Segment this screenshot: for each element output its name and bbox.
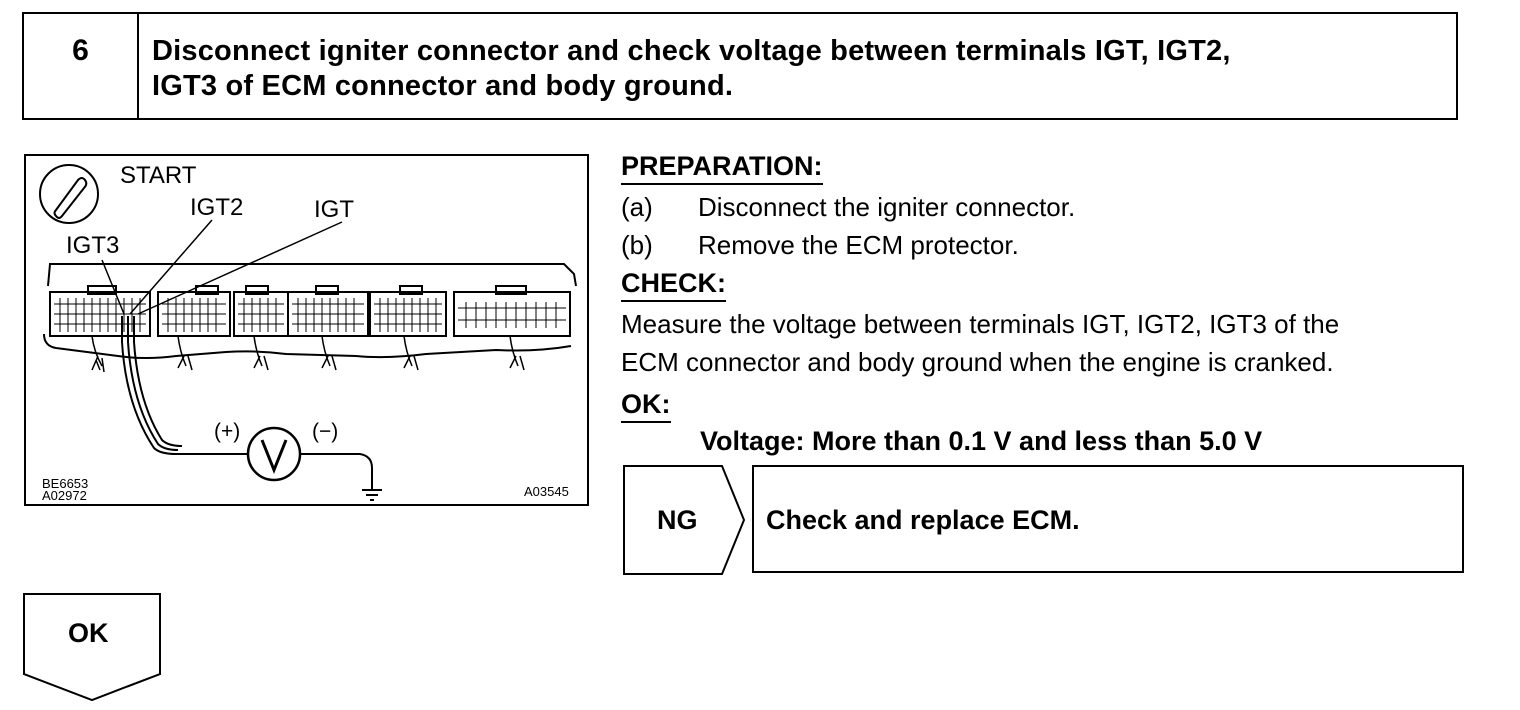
- ecm-connectors: [49, 285, 571, 337]
- step-title-line1: Disconnect igniter connector and check v…: [152, 35, 1231, 67]
- ignition-switch-icon: [39, 164, 99, 224]
- check-text-line1: Measure the voltage between terminals IG…: [621, 309, 1340, 339]
- step-title-line2: IGT3 of ECM connector and body ground.: [152, 70, 734, 102]
- check-heading: CHECK:: [621, 268, 726, 302]
- step-title: Disconnect igniter connector and check v…: [152, 34, 1442, 104]
- ground-icon: [362, 489, 382, 501]
- ok-label: OK: [68, 618, 109, 648]
- ecm-wiring-diagram: START IGT2 IGT IGT3 (+) (−) BE6653 A0297…: [24, 154, 589, 506]
- start-label: START: [120, 162, 197, 189]
- ok-arrow-box: [23, 593, 161, 702]
- igt3-label: IGT3: [66, 232, 120, 259]
- ref-code-1: BE6653: [42, 476, 89, 491]
- ng-arrow-box: [623, 465, 746, 575]
- igt-label: IGT: [314, 196, 354, 223]
- ok-spec-value: Voltage: More than 0.1 V and less than 5…: [700, 426, 1263, 456]
- probe-leads: [121, 316, 373, 490]
- prep-item-a-text: Disconnect the igniter connector.: [698, 192, 1076, 222]
- step-number: 6: [72, 34, 89, 67]
- connector-pins: [54, 298, 566, 332]
- step-number-cell: 6: [24, 14, 139, 118]
- ng-result-text: Check and replace ECM.: [766, 505, 1080, 535]
- minus-label: (−): [312, 420, 339, 443]
- terminal-leader-lines: [101, 219, 343, 315]
- voltmeter-icon: [246, 426, 302, 482]
- prep-item-b-text: Remove the ECM protector.: [698, 230, 1019, 260]
- preparation-heading: PREPARATION:: [621, 151, 823, 185]
- igt2-label: IGT2: [190, 194, 244, 221]
- ng-label: NG: [657, 505, 698, 535]
- check-text-line2: ECM connector and body ground when the e…: [621, 347, 1334, 377]
- step-header: 6 Disconnect igniter connector and check…: [22, 12, 1458, 120]
- ref-code-2: A02972: [42, 488, 87, 503]
- plus-label: (+): [214, 420, 241, 443]
- prep-item-b-key: (b): [621, 230, 653, 260]
- diagram-drawing: [39, 164, 577, 501]
- harness-wires: [91, 335, 525, 373]
- ok-heading: OK:: [621, 389, 671, 423]
- prep-item-a-key: (a): [621, 192, 653, 222]
- ecm-unit: [43, 263, 577, 359]
- ref-code-3: A03545: [524, 484, 569, 499]
- ng-result-box: Check and replace ECM.: [752, 465, 1464, 573]
